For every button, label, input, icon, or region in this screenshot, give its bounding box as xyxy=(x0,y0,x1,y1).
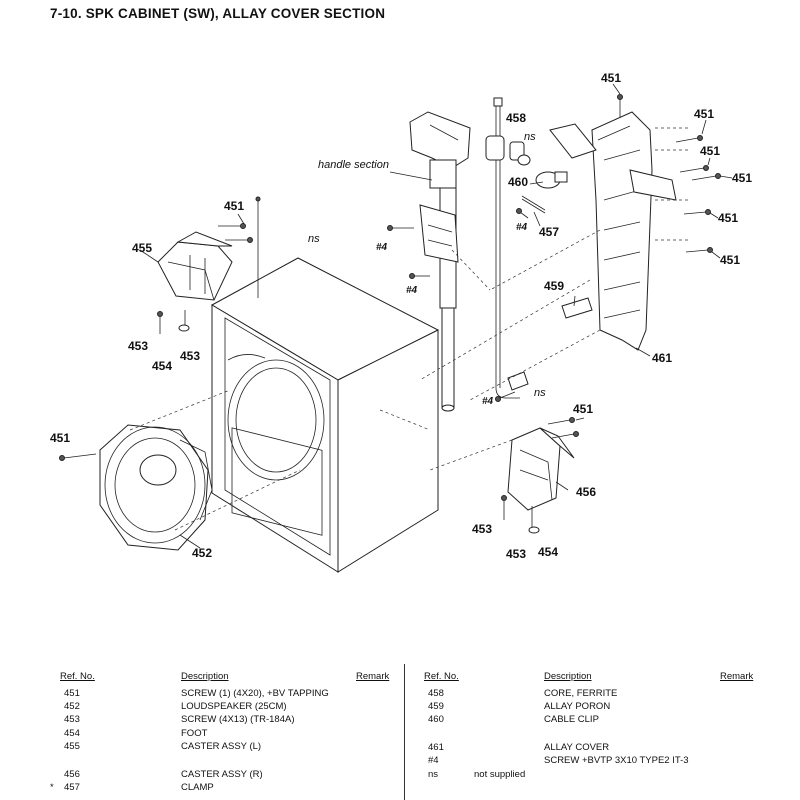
header-description: Description xyxy=(544,671,592,682)
screw-4-clamp xyxy=(519,211,529,219)
header-ref-no: Ref. No. xyxy=(60,671,95,682)
loudspeaker xyxy=(99,389,301,551)
label-454: 454 xyxy=(152,359,172,373)
screw-451-group-left xyxy=(218,223,253,243)
allay-poron xyxy=(561,297,593,319)
label-not-supplied: ns xyxy=(524,131,536,143)
label-455: 455 xyxy=(132,241,152,255)
table-row: 456 CASTER ASSY (R) xyxy=(64,769,263,780)
label-screw-4: #4 xyxy=(406,285,418,296)
header-remark: Remark xyxy=(356,671,390,682)
clamp xyxy=(521,195,546,214)
table-row: 453 SCREW (4X13) (TR-184A) xyxy=(64,714,295,725)
label-451: 451 xyxy=(224,199,244,213)
label-not-supplied: ns xyxy=(534,387,546,399)
leader-lines xyxy=(139,83,733,549)
caster-assy-left xyxy=(157,231,233,301)
parts-list: Ref. No. Description Remark 451 SCREW (1… xyxy=(0,664,800,800)
foot-and-screws-left xyxy=(157,310,190,334)
screw-451-group-right xyxy=(547,417,579,439)
column-divider xyxy=(404,664,405,800)
label-451: 451 xyxy=(718,211,738,225)
label-453: 453 xyxy=(506,547,526,561)
ferrite-core xyxy=(485,135,531,166)
table-row: 455 CASTER ASSY (L) xyxy=(64,741,262,752)
table-row: 458 CORE, FERRITE xyxy=(428,688,618,699)
label-screw-4: #4 xyxy=(516,222,528,233)
parts-column-left: Ref. No. Description Remark 451 SCREW (1… xyxy=(0,664,400,800)
label-453: 453 xyxy=(180,349,200,363)
page-title: 7-10. SPK CABINET (SW), ALLAY COVER SECT… xyxy=(50,6,386,21)
label-451: 451 xyxy=(50,431,70,445)
speaker-cabinet xyxy=(210,257,440,573)
label-460: 460 xyxy=(508,175,528,189)
header-ref-no: Ref. No. xyxy=(424,671,459,682)
label-453: 453 xyxy=(128,339,148,353)
table-row: 460 CABLE CLIP xyxy=(428,714,599,725)
assembly-guides xyxy=(379,127,690,471)
label-451: 451 xyxy=(573,402,593,416)
table-row: ns not supplied xyxy=(428,769,526,780)
label-451: 451 xyxy=(694,107,714,121)
label-457: 457 xyxy=(539,225,559,239)
table-row: * 457 CLAMP xyxy=(50,782,214,793)
parts-column-right: Ref. No. Description Remark 458 CORE, FE… xyxy=(410,664,800,800)
table-row: #4 SCREW +BVTP 3X10 TYPE2 IT-3 xyxy=(428,755,689,766)
label-screw-4: #4 xyxy=(482,396,494,407)
handle-section xyxy=(409,111,471,412)
table-row: 452 LOUDSPEAKER (25CM) xyxy=(64,701,287,712)
label-handle-section: handle section xyxy=(318,159,389,171)
label-452: 452 xyxy=(192,546,212,560)
screw-451-group-cover xyxy=(617,94,721,253)
label-454: 454 xyxy=(538,545,558,559)
table-row: 459 ALLAY PORON xyxy=(428,701,611,712)
allay-cover xyxy=(549,111,677,351)
label-453: 453 xyxy=(472,522,492,536)
cable-clip xyxy=(535,171,568,189)
label-451: 451 xyxy=(700,144,720,158)
table-row: 451 SCREW (1) (4X20), +BV TAPPING xyxy=(64,688,329,699)
label-451: 451 xyxy=(720,253,740,267)
label-not-supplied: ns xyxy=(308,233,320,245)
label-459: 459 xyxy=(544,279,564,293)
header-description: Description xyxy=(181,671,229,682)
exploded-view-diagram: 451 451 451 451 451 451 451 451 451 452 … xyxy=(50,71,752,573)
screw-451-speaker xyxy=(63,453,97,459)
table-row: 454 FOOT xyxy=(64,728,208,739)
label-screw-4: #4 xyxy=(376,242,388,253)
label-458: 458 xyxy=(506,111,526,125)
foot-and-screws-right xyxy=(501,495,540,534)
header-remark: Remark xyxy=(720,671,754,682)
caster-assy-right xyxy=(507,427,575,511)
screw-4-handle xyxy=(387,225,430,279)
label-461: 461 xyxy=(652,351,672,365)
label-456: 456 xyxy=(576,485,596,499)
label-451: 451 xyxy=(601,71,621,85)
label-451: 451 xyxy=(732,171,752,185)
handle-section-leader xyxy=(389,171,433,181)
table-row: 461 ALLAY COVER xyxy=(428,742,610,753)
